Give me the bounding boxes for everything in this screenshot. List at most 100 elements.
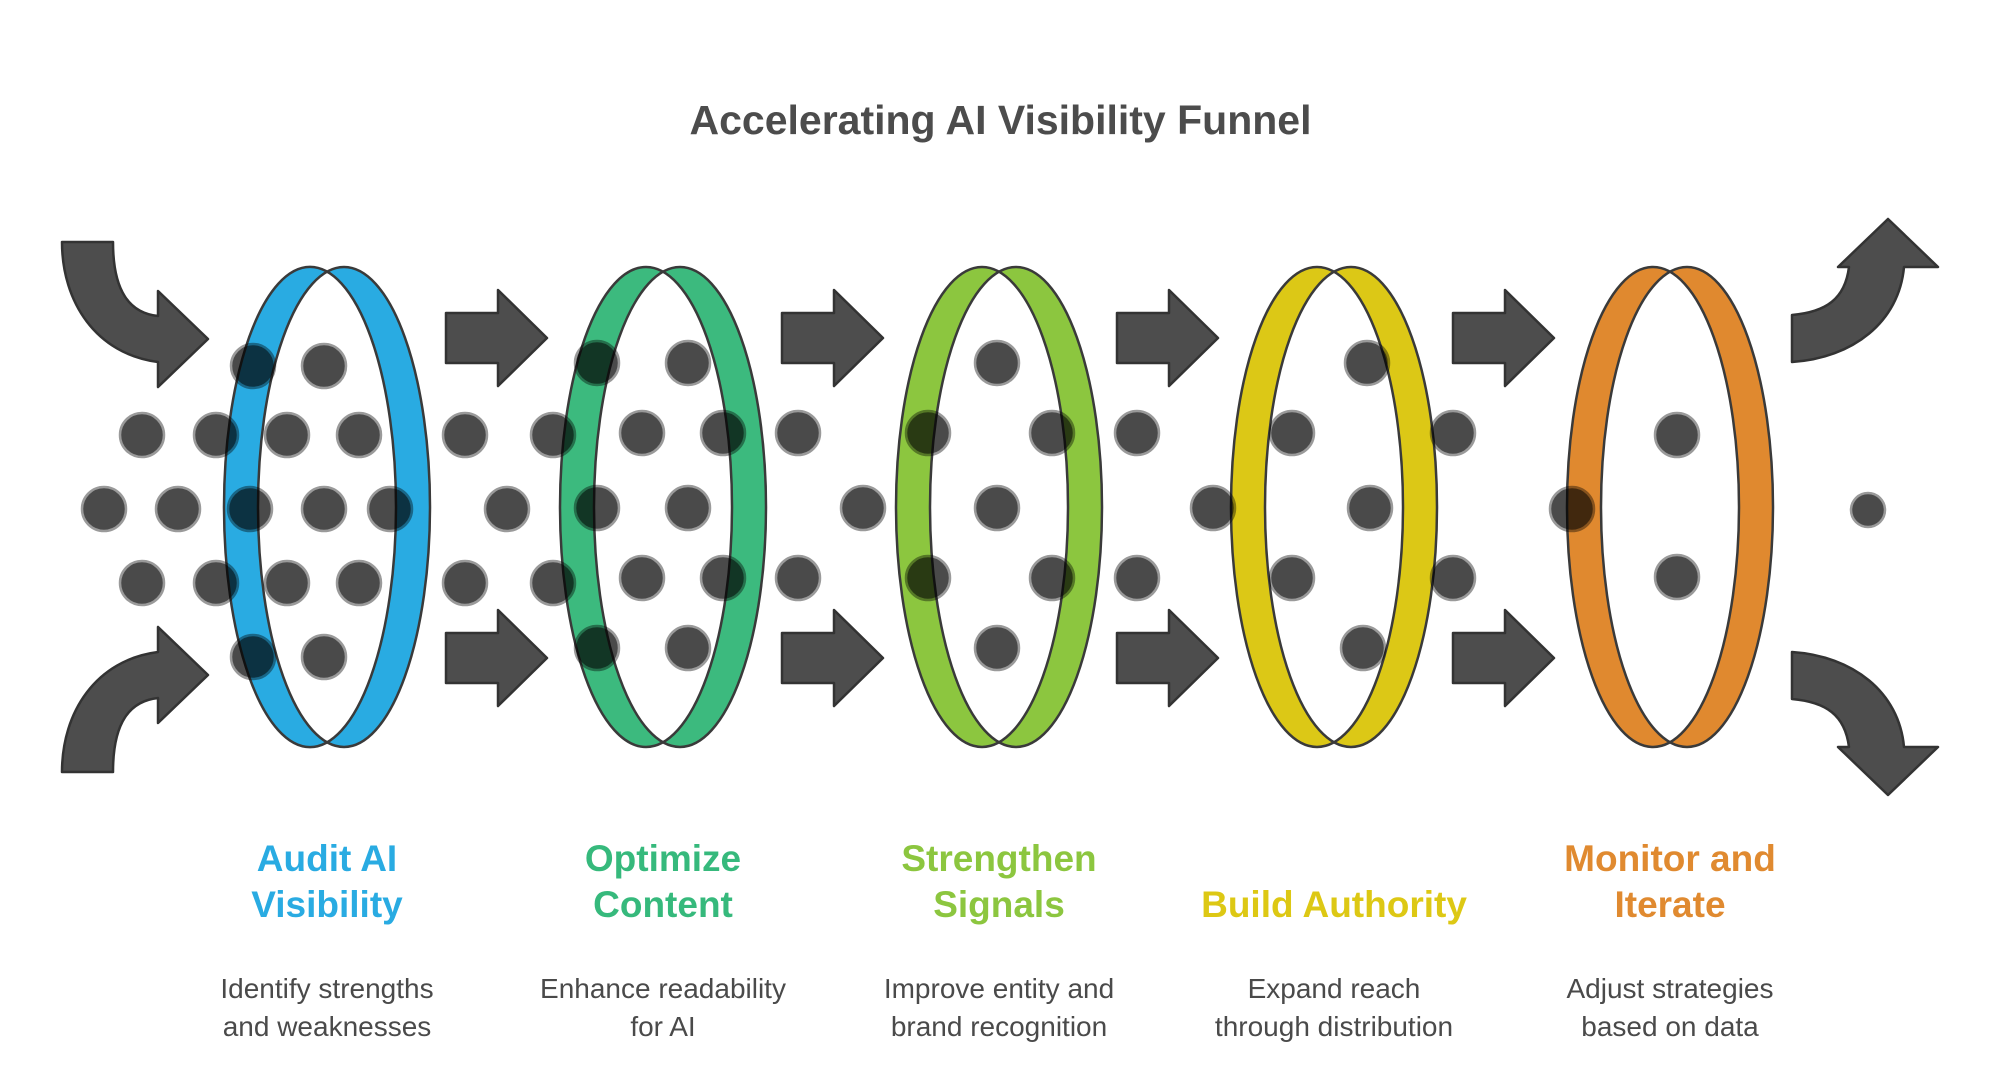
data-dot [441, 559, 489, 607]
data-dot [483, 485, 531, 533]
data-dot [664, 624, 712, 672]
data-dot [664, 484, 712, 532]
data-dot [118, 411, 166, 459]
data-dot [1189, 484, 1237, 532]
stage-description-line: based on data [1581, 1011, 1759, 1042]
data-dot [263, 411, 311, 459]
flow-arrow-right [444, 608, 549, 708]
data-dot [774, 409, 822, 457]
data-dot [1113, 409, 1161, 457]
flow-arrow-right [444, 288, 549, 388]
stage-description-strengthen-signals: Improve entity and brand recognition [829, 970, 1169, 1046]
data-dot [192, 559, 240, 607]
stage-description-optimize-content: Enhance readability for AI [493, 970, 833, 1046]
inflow-arrow-bottom-left [60, 625, 210, 774]
data-dot [441, 411, 489, 459]
data-dot [618, 409, 666, 457]
data-dot [1548, 485, 1596, 533]
data-dot [300, 633, 348, 681]
stage-description-line: brand recognition [890, 1011, 1108, 1042]
data-dot [573, 624, 621, 672]
data-dot [573, 484, 621, 532]
stage-description-line: through distribution [1214, 1011, 1454, 1042]
data-dot [1268, 554, 1316, 602]
data-dot [1429, 409, 1477, 457]
data-dot [226, 485, 274, 533]
data-dot [263, 559, 311, 607]
data-dot [529, 411, 577, 459]
data-dot [300, 342, 348, 390]
data-dot [335, 411, 383, 459]
data-dot [1343, 339, 1391, 387]
stage-description-build-authority: Expand reach through distribution [1164, 970, 1504, 1046]
flow-arrow-right [1451, 608, 1556, 708]
diagram-title: Accelerating AI Visibility Funnel [689, 97, 1312, 144]
stage-title-line: Optimize [584, 838, 742, 879]
stage-description-line: Identify strengths [220, 973, 434, 1004]
data-dot [973, 339, 1021, 387]
stage-description-audit-ai-visibility: Identify strengths and weaknesses [157, 970, 497, 1046]
data-dot [1268, 409, 1316, 457]
data-dot [1653, 411, 1701, 459]
stage-description-line: for AI [630, 1011, 696, 1042]
stage-title-audit-ai-visibility: Audit AI Visibility [157, 820, 497, 928]
funnel-ring-build-authority [1229, 265, 1439, 749]
stage-title-line: Audit AI [256, 838, 398, 879]
data-dot [1028, 409, 1076, 457]
stage-description-line: Improve entity and [883, 973, 1115, 1004]
stage-title-line: Iterate [1614, 884, 1726, 925]
stage-title-line: Monitor and [1564, 838, 1776, 879]
data-dot [1028, 554, 1076, 602]
flow-arrow-right [780, 288, 885, 388]
data-dot [699, 409, 747, 457]
data-dot [80, 485, 128, 533]
stage-description-line: Enhance readability [540, 973, 786, 1004]
data-dot [1113, 554, 1161, 602]
stage-title-line: Content [593, 884, 733, 925]
flow-arrow-right [1451, 288, 1556, 388]
outflow-arrow-bottom-right [1790, 650, 1940, 797]
data-dot [1339, 624, 1387, 672]
outflow-arrow-top-right [1790, 217, 1940, 364]
stage-description-monitor-and-iterate: Adjust strategies based on data [1500, 970, 1840, 1046]
data-dot [904, 409, 952, 457]
data-dot [229, 633, 277, 681]
data-dot [699, 554, 747, 602]
stage-description-line: Adjust strategies [1566, 973, 1774, 1004]
stage-description-line: Expand reach [1247, 973, 1421, 1004]
data-dot [774, 554, 822, 602]
data-dot [1346, 484, 1394, 532]
flow-arrow-right [1115, 608, 1220, 708]
funnel-ring-strengthen-signals [894, 265, 1104, 749]
funnel-ring-monitor-and-iterate [1565, 265, 1775, 749]
stage-description-line: and weaknesses [222, 1011, 432, 1042]
data-dot [118, 559, 166, 607]
data-dot [904, 554, 952, 602]
stage-title-line: Build Authority [1201, 884, 1467, 925]
data-dot [618, 554, 666, 602]
data-dot [839, 484, 887, 532]
inflow-arrow-top-left [60, 240, 210, 389]
stage-title-line: Signals [933, 884, 1065, 925]
data-dot [300, 485, 348, 533]
data-dot [192, 411, 240, 459]
data-dot [1429, 554, 1477, 602]
data-dot [973, 624, 1021, 672]
stage-title-line: Strengthen [901, 838, 1097, 879]
data-dot [973, 484, 1021, 532]
data-dot [529, 559, 577, 607]
data-dot [229, 342, 277, 390]
stage-title-line: Visibility [251, 884, 403, 925]
data-dot [1653, 553, 1701, 601]
funnel-ring-optimize-content [558, 265, 768, 749]
